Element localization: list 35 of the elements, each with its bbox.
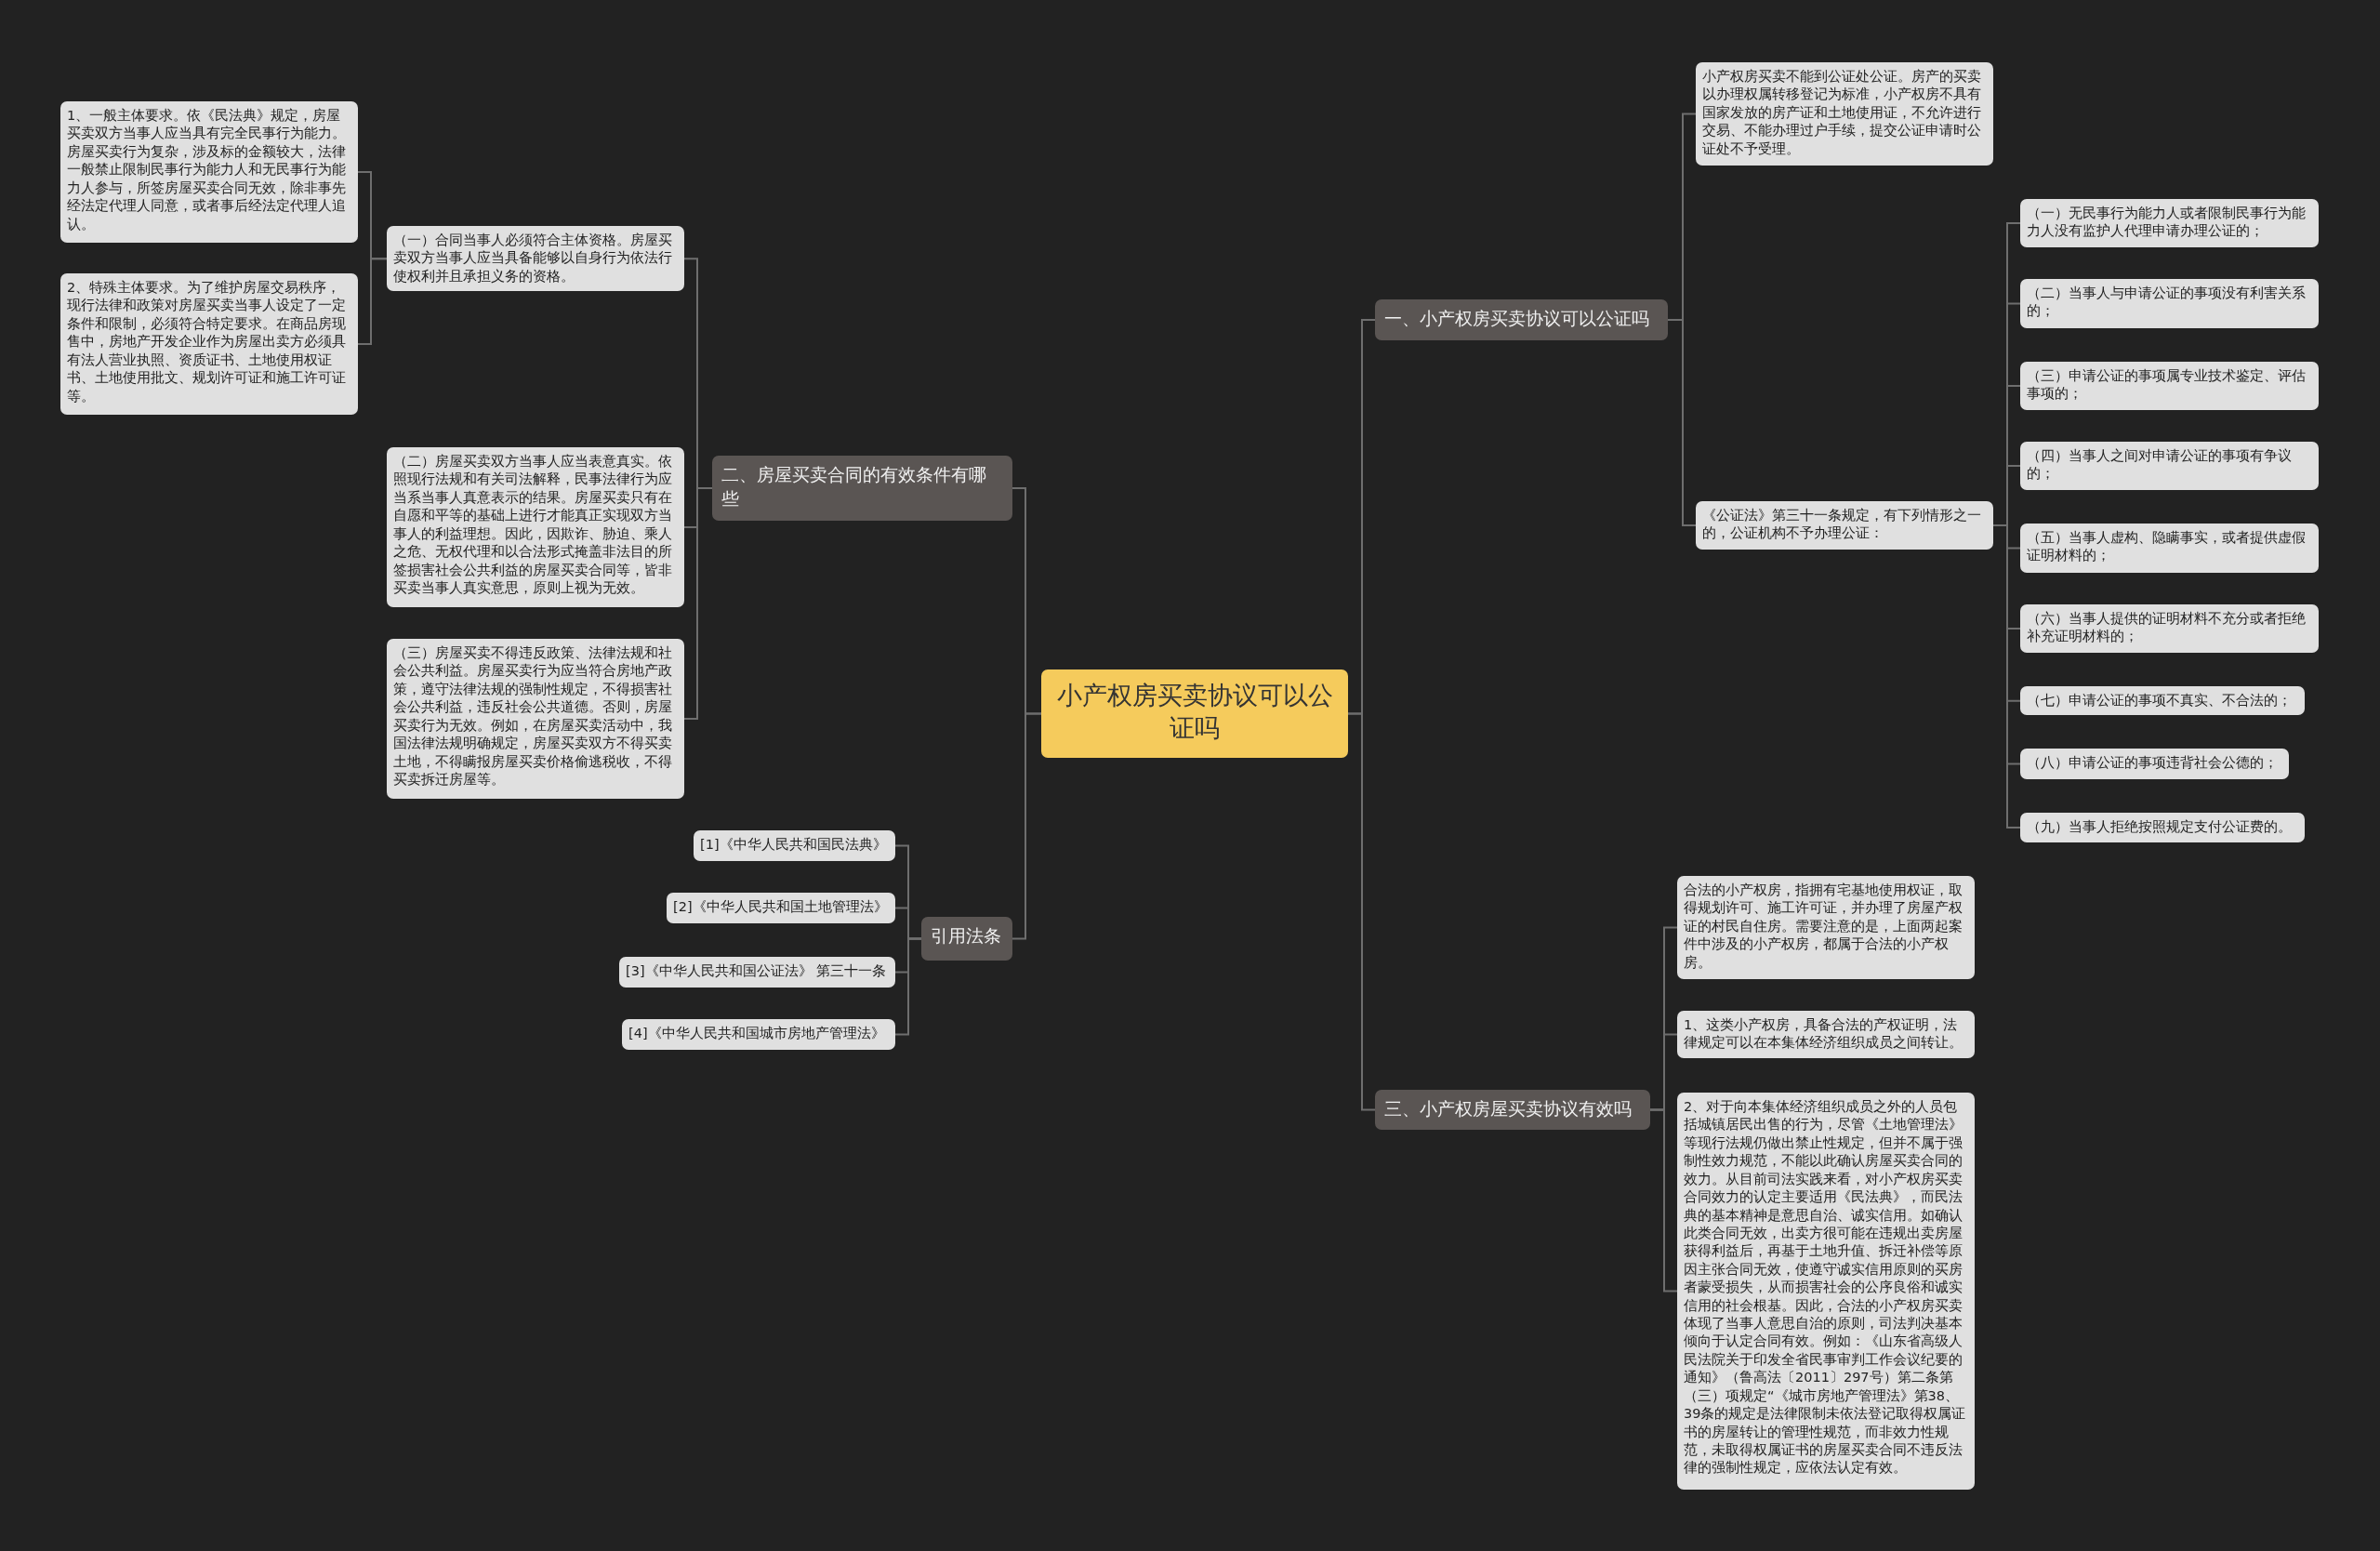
- connector-line: [1649, 1108, 1678, 1292]
- connector-line: [683, 487, 713, 720]
- subtopic-card: [1]《中华人民共和国民法典》: [694, 830, 895, 861]
- subtopic-card: （九）当事人拒绝按照规定支付公证费的。: [2020, 813, 2305, 842]
- branch-topic: 一、小产权房买卖协议可以公证吗: [1375, 299, 1668, 340]
- subtopic-card: （八）申请公证的事项违背社会公德的；: [2020, 749, 2289, 779]
- subtopic-card: （六）当事人提供的证明材料不充分或者拒绝补充证明材料的；: [2020, 604, 2319, 653]
- subtopic-card: （五）当事人虚构、隐瞒事实，或者提供虚假证明材料的；: [2020, 524, 2319, 573]
- subtopic-card: 1、这类小产权房，具备合法的产权证明，法律规定可以在本集体经济组织成员之间转让。: [1677, 1011, 1975, 1058]
- subtopic-card: （一）合同当事人必须符合主体资格。房屋买卖双方当事人应当具备能够以自身行为依法行使权利并且承担义务的资格。: [387, 226, 684, 292]
- subtopic-card: （七）申请公证的事项不真实、不合法的；: [2020, 686, 2305, 716]
- subtopic-card: 合法的小产权房，指拥有宅基地使用权证，取得规划许可、施工许可证，并办理了房屋产权证的村民自住房。需要注意的是，上面两起案件中涉及的小产权房，都属于合法的小产权房。: [1677, 876, 1975, 979]
- branch-topic: 二、房屋买卖合同的有效条件有哪些: [712, 456, 1012, 521]
- subtopic-card: 1、一般主体要求。依《民法典》规定，房屋买卖双方当事人应当具有完全民事行为能力。房屋买卖行为复杂，涉及标的金额较大，法律一般禁止限制民事行为能力人和无民事行为能力人参与，所签房屋买卖合同无效，除非事先经法定代理人同意，或者事后经法定代理人追认。: [60, 101, 358, 243]
- connector-line: [357, 258, 388, 345]
- subtopic-card: 2、对于向本集体经济组织成员之外的人员包括城镇居民出售的行为，尽管《土地管理法》等现行法规仍做出禁止性规定，但并不属于强制性效力规范，不能以此确认房屋买卖合同的效力。从目前司法实践来看，对小产权房买卖合同效力的认定主要适用《民法典》，而民法典的基本精神是意思自治、诚实信用。如确认此类合同无效，出卖方很可能在违规出卖房屋获得利益后，再基于土地升值、拆迁补偿等原因主张合同无效，使遵守诚实信用原则的买房者蒙受损失，从而损害社会的公序良俗和诚实信用的社会根基。因此，合法的小产权房买卖体现了当事人意思自治的原则，司法判决基本倾向于认定合同有效。例如：《山东省高级人民法院关于印发全省民事审判工作会议纪要的通知》（鲁高法〔2011〕297号）第二条第（三）项规定“《城市房地产管理法》第38、39条的规定是法律限制未依法登记取得权属证书的房屋转让的管理性规范，而非效力性规范，未取得权属证书的房屋买卖合同不违反法律的强制性规定，应依法认定有效。: [1677, 1093, 1975, 1490]
- subtopic-card: （四）当事人之间对申请公证的事项有争议的；: [2020, 442, 2319, 490]
- connector-line: [1012, 712, 1042, 940]
- central-topic: 小产权房买卖协议可以公证吗: [1041, 669, 1348, 758]
- subtopic-card: 2、特殊主体要求。为了维护房屋交易秩序，现行法律和政策对房屋买卖当事人设定了一定条件和限制，必须符合特定要求。在商品房现售中，房地产开发企业作为房屋出卖方必须具有法人营业执照、资质证书、土地使用权证书、土地使用批文、规划许可证和施工许可证等。: [60, 273, 358, 415]
- subtopic-card: 《公证法》第三十一条规定，有下列情形之一的，公证机构不予办理公证：: [1696, 501, 1993, 550]
- branch-topic: 引用法条: [921, 917, 1012, 961]
- subtopic-card: （三）房屋买卖不得违反政策、法律法规和社会公共利益。房屋买卖行为应当符合房地产政策，遵守法律法规的强制性规定，不得损害社会公共利益，违反社会公共道德。否则，房屋买卖行为无效。例如，在房屋买卖活动中，我国法律法规明确规定，房屋买卖双方不得买卖土地，不得瞒报房屋买卖价格偷逃税收，不得买卖拆迁房屋等。: [387, 639, 684, 799]
- connector-line: [1667, 319, 1697, 526]
- subtopic-card: （一）无民事行为能力人或者限制民事行为能力人没有监护人代理申请办理公证的；: [2020, 199, 2319, 247]
- connector-line: [1992, 524, 2021, 829]
- connector-line: [1347, 712, 1376, 1111]
- subtopic-card: （三）申请公证的事项属专业技术鉴定、评估事项的；: [2020, 362, 2319, 410]
- subtopic-card: [3]《中华人民共和国公证法》 第三十一条: [619, 957, 895, 988]
- subtopic-card: [4]《中华人民共和国城市房地产管理法》: [622, 1019, 895, 1050]
- branch-topic: 三、小产权房屋买卖协议有效吗: [1375, 1090, 1650, 1130]
- subtopic-card: （二）当事人与申请公证的事项没有利害关系的；: [2020, 279, 2319, 328]
- subtopic-card: [2]《中华人民共和国土地管理法》: [667, 893, 895, 923]
- subtopic-card: （二）房屋买卖双方当事人应当表意真实。依照现行法规和有关司法解释，民事法律行为应当系当事人真意表示的结果。房屋买卖只有在自愿和平等的基础上进行才能真正实现双方当事人的利益理想。因此，因欺诈、胁迫、乘人之危、无权代理和以合法形式掩盖非法目的所签损害社会公共利益的房屋买卖合同等，皆非买卖当事人真实意思，原则上视为无效。: [387, 447, 684, 607]
- subtopic-card: 小产权房买卖不能到公证处公证。房产的买卖以办理权属转移登记为标准，小产权房不具有国家发放的房产证和土地使用证，不允许进行交易、不能办理过户手续，提交公证申请时公证处不予受理。: [1696, 62, 1993, 166]
